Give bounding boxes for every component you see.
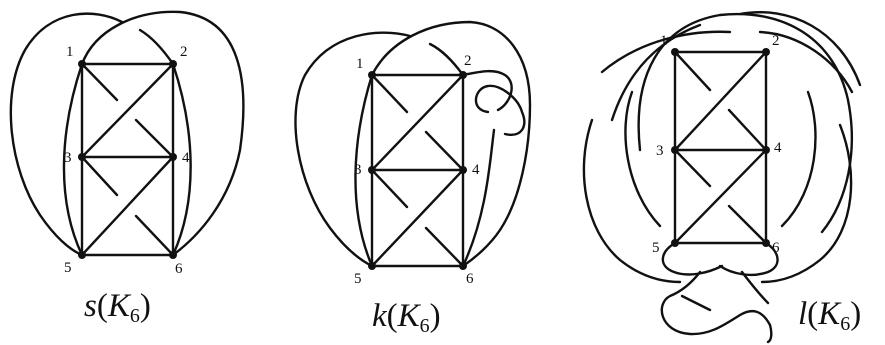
vertex-4 (459, 166, 467, 174)
edge-1-5-inner (62, 62, 84, 257)
vertex-5 (368, 262, 376, 270)
edge-2-3 (673, 50, 768, 152)
vertex-label-5: 5 (354, 271, 362, 287)
vertex-label-5: 5 (652, 240, 660, 256)
outer-ring-inner-right (780, 90, 817, 228)
vertex-3 (78, 153, 86, 161)
vertex-2 (169, 60, 177, 68)
vertex-3 (671, 146, 679, 154)
caption-l: l(K6) (798, 296, 861, 335)
bottom-tangle-4 (680, 270, 770, 312)
edge-1-4 (80, 62, 175, 159)
vertex-label-5: 5 (64, 260, 72, 276)
vertex-5 (671, 239, 679, 247)
edge-2-6-knotted (461, 69, 526, 268)
edge-1-5-inner (354, 73, 374, 268)
vertex-4 (169, 153, 177, 161)
vertex-label-3: 3 (64, 150, 72, 166)
vertex-1 (671, 48, 679, 56)
vertex-label-6: 6 (466, 271, 474, 287)
vertex-label-2: 2 (464, 53, 472, 69)
outer-ring-inner-left (624, 90, 662, 228)
edge-2-5-outer (9, 12, 175, 257)
outer-ring-left-top (610, 11, 862, 122)
edge-3-6 (673, 148, 768, 245)
vertex-label-4: 4 (774, 140, 782, 156)
vertex-label-3: 3 (656, 143, 664, 159)
vertex-label-1: 1 (66, 44, 74, 60)
vertex-1 (368, 71, 376, 79)
diagram-s: 1 2 3 4 5 6 s(K6) (9, 10, 245, 327)
diagram-l: 1 2 3 4 5 6 l(K6) (582, 11, 862, 344)
vertex-label-2: 2 (772, 33, 780, 49)
caption-k: k(K6) (372, 298, 441, 337)
edge-1-6-outer (370, 20, 532, 268)
vertex-4 (762, 146, 770, 154)
edge-2-3 (80, 62, 175, 159)
vertex-label-1: 1 (660, 33, 668, 49)
outer-ring-left (582, 118, 682, 284)
vertex-6 (459, 262, 467, 270)
edge-4-5 (673, 148, 768, 245)
bottom-tangle-2 (718, 241, 779, 277)
vertex-label-4: 4 (472, 162, 480, 178)
vertex-label-2: 2 (180, 44, 188, 60)
caption-s: s(K6) (84, 288, 151, 327)
edge-4-5 (370, 168, 465, 268)
vertex-label-6: 6 (772, 240, 780, 256)
vertex-3 (368, 166, 376, 174)
outer-ring-right (760, 123, 853, 284)
edge-1-4 (370, 73, 465, 172)
vertex-6 (762, 239, 770, 247)
bottom-tangle-1 (661, 241, 724, 276)
edge-2-3 (370, 73, 465, 172)
bottom-tangle-3 (660, 270, 773, 344)
vertex-2 (459, 71, 467, 79)
outer-ring-top (637, 12, 854, 234)
vertex-label-4: 4 (182, 150, 190, 166)
vertex-1 (78, 60, 86, 68)
vertex-label-3: 3 (354, 162, 362, 178)
outer-ring-upper-right (758, 30, 854, 94)
edge-2-6-inner (171, 62, 192, 257)
vertex-label-6: 6 (175, 261, 183, 277)
vertex-label-1: 1 (356, 56, 364, 72)
vertex-6 (169, 251, 177, 259)
edge-3-6 (80, 155, 175, 257)
edge-4-5 (80, 155, 175, 257)
vertex-5 (78, 251, 86, 259)
outer-ring-upper-left (600, 30, 732, 74)
diagram-k: 1 2 3 4 5 6 k(K6) (294, 20, 532, 337)
edge-1-4 (673, 50, 768, 152)
edge-2-5-outer (294, 31, 465, 268)
vertex-2 (762, 48, 770, 56)
edge-3-6 (370, 168, 465, 268)
